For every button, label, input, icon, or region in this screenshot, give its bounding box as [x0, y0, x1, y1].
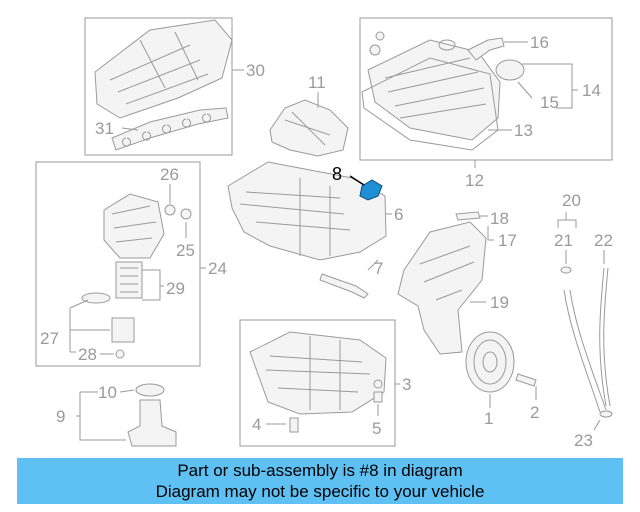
callout-1: 1	[484, 409, 493, 428]
oil-filter-element	[115, 261, 143, 299]
sealant-tube	[319, 273, 369, 299]
dipstick-tube	[563, 289, 607, 413]
pulley-group: 1 2	[465, 331, 539, 428]
dipstick-group: 20 21 22 23	[554, 191, 613, 450]
callout-27: 27	[40, 329, 59, 348]
valve-cover	[367, 39, 501, 141]
baffle-group: 11	[269, 73, 349, 157]
callout-8: 8	[332, 164, 342, 184]
callout-13: 13	[514, 121, 533, 140]
valve-cover-gasket	[361, 57, 499, 151]
callout-6: 6	[394, 205, 403, 224]
cover-gasket	[455, 211, 481, 221]
filter-o-ring	[81, 292, 111, 304]
notice-line-2: Diagram may not be specific to your vehi…	[155, 482, 485, 501]
drain-plug	[289, 417, 299, 433]
callout-17: 17	[498, 231, 517, 250]
callout-7: 7	[374, 259, 383, 278]
callout-2: 2	[530, 403, 539, 422]
callout-11: 11	[308, 73, 326, 92]
timing-cover-group: 18 17 19	[397, 209, 517, 355]
callout-15: 15	[540, 93, 559, 112]
oil-filter-box	[35, 161, 201, 367]
callout-12: 12	[465, 171, 484, 190]
callout-9: 9	[56, 407, 65, 426]
crank-pulley	[465, 331, 515, 393]
callout-31: 31	[95, 119, 114, 138]
oil-cap	[495, 59, 525, 81]
callout-23: 23	[574, 431, 593, 450]
lower-oil-pan	[249, 331, 387, 415]
oil-level-sensor	[359, 179, 383, 201]
sealant-group: 7	[319, 259, 383, 299]
callout-3: 3	[402, 375, 411, 394]
callout-26: 26	[160, 165, 179, 184]
callout-5: 5	[372, 419, 381, 438]
intake-manifold	[94, 19, 233, 119]
callout-24: 24	[208, 259, 227, 278]
oil-pickup	[127, 399, 177, 447]
upper-oil-pan-group: 6 8	[227, 161, 403, 261]
manifold-box	[84, 17, 233, 156]
callout-22: 22	[594, 231, 613, 250]
oil-filter-group: 26 25 24 29 27 28	[35, 161, 227, 367]
callout-14: 14	[582, 81, 601, 100]
filter-cap	[111, 317, 135, 343]
pcv-hose	[467, 37, 505, 61]
parts-diagram: 30 31 11 16 14 15 13 12 6	[35, 17, 613, 450]
callout-25: 25	[176, 241, 195, 260]
diagram-notice-banner: Part or sub-assembly is #8 in diagram Di…	[17, 458, 623, 504]
pickup-o-ring	[135, 383, 165, 397]
callout-4: 4	[252, 415, 261, 434]
callout-18: 18	[490, 209, 509, 228]
notice-line-1: Part or sub-assembly is #8 in diagram	[177, 461, 463, 480]
oil-pickup-group: 10 9	[56, 383, 177, 447]
valve-cover-box	[359, 17, 613, 161]
oil-filter-housing	[103, 193, 165, 259]
callout-19: 19	[490, 293, 509, 312]
callout-16: 16	[530, 33, 549, 52]
lower-oil-pan-group: 3 4 5	[239, 319, 411, 447]
dipstick	[599, 267, 611, 407]
callout-28: 28	[78, 345, 97, 364]
intake-manifold-group: 30 31	[84, 17, 265, 156]
pulley-bolt	[515, 373, 537, 387]
timing-cover	[397, 221, 487, 355]
callout-20: 20	[562, 191, 581, 210]
callout-30: 30	[246, 61, 265, 80]
lower-oil-pan-box	[239, 319, 396, 447]
callout-21: 21	[554, 231, 573, 250]
valve-cover-group: 16 14 15 13 12	[359, 17, 613, 190]
upper-oil-pan	[227, 161, 387, 261]
callout-29: 29	[166, 279, 185, 298]
callout-10: 10	[98, 383, 117, 402]
dipstick-o-ring	[599, 410, 613, 418]
